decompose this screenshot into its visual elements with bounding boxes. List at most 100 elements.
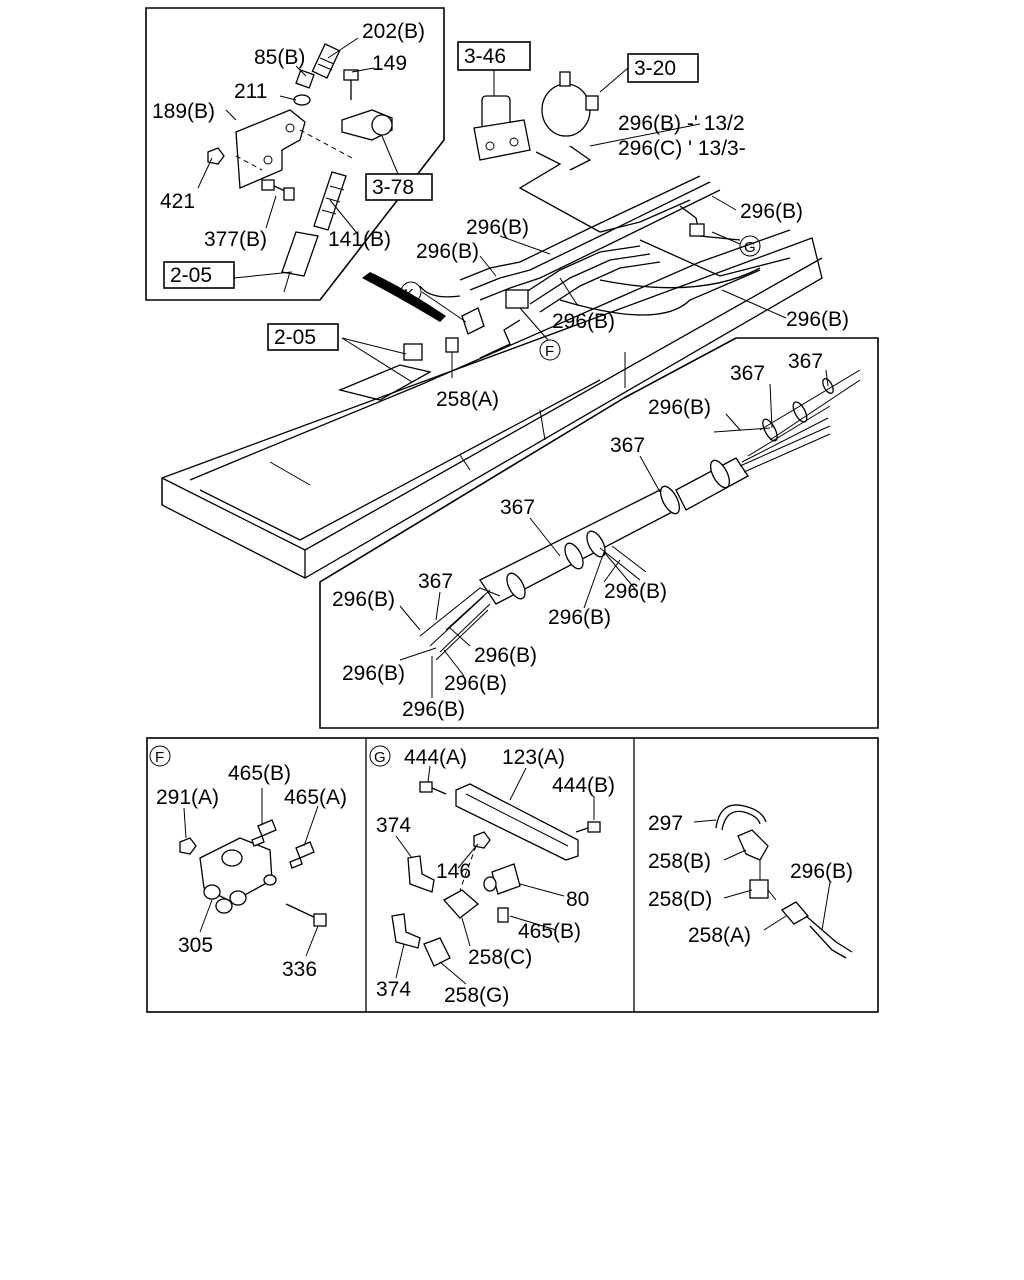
label-374-top: 374 xyxy=(376,814,411,837)
label-296b-a: 296(B) xyxy=(648,396,711,419)
connector-2-05 xyxy=(403,343,423,361)
label-258a-main: 258(A) xyxy=(436,388,499,411)
ref-3-20: 3-20 xyxy=(634,57,676,80)
label-367-1: 367 xyxy=(788,350,823,373)
label-296b-g: 296(B) xyxy=(444,672,507,695)
label-374-bot: 374 xyxy=(376,978,411,1001)
nut-421 xyxy=(207,147,225,165)
label-296b-d: 296(B) xyxy=(548,606,611,629)
pipe-296b xyxy=(805,915,853,953)
label-291a: 291(A) xyxy=(156,786,219,809)
tee-258d xyxy=(749,879,769,899)
label-465b-g: 465(B) xyxy=(518,920,581,943)
callout-f: F xyxy=(545,343,554,360)
label-146: 146 xyxy=(436,860,471,883)
block-258c xyxy=(442,889,480,919)
label-296b-1: 296(B) xyxy=(740,200,803,223)
label-367-2: 367 xyxy=(730,362,765,385)
hose-297 xyxy=(715,804,767,829)
label-444b: 444(B) xyxy=(552,774,615,797)
label-296b-2: 296(B) xyxy=(466,216,529,239)
callout-k: K xyxy=(404,286,414,303)
label-258g: 258(G) xyxy=(444,984,509,1007)
ref-3-78: 3-78 xyxy=(372,176,414,199)
harness-205 xyxy=(281,231,319,277)
label-296b-3panel: 296(B) xyxy=(790,860,853,883)
main-area: 3-46 3-20 xyxy=(267,41,849,411)
nut-291a xyxy=(179,837,197,855)
label-189b: 189(B) xyxy=(152,100,215,123)
label-296b-note: 296(B) -' 13/2 xyxy=(618,112,745,135)
label-296b-3: 296(B) xyxy=(416,240,479,263)
nut-85b xyxy=(295,69,315,89)
nut-258a-3 xyxy=(780,901,810,925)
label-305: 305 xyxy=(178,934,213,957)
label-444a: 444(A) xyxy=(404,746,467,769)
plug-141b xyxy=(313,171,347,231)
label-296b-c: 296(B) xyxy=(604,580,667,603)
bolt-149 xyxy=(343,69,359,100)
pin-465b xyxy=(251,819,277,847)
clip-378 xyxy=(341,109,393,141)
detail-panels xyxy=(146,737,879,1013)
connector-upper xyxy=(461,307,485,335)
detail-g-title: G xyxy=(374,749,386,766)
ref-3-46: 3-46 xyxy=(464,45,506,68)
label-258a-3panel: 258(A) xyxy=(688,924,751,947)
sensor-202b xyxy=(311,43,341,79)
label-296b-h: 296(B) xyxy=(402,698,465,721)
label-367-3: 367 xyxy=(610,434,645,457)
label-123a: 123(A) xyxy=(502,746,565,769)
detail-3-panel: 297 258(B) 296(B) 258(D) 258(A) xyxy=(648,804,853,959)
block-305 xyxy=(199,837,277,914)
elbow-258b xyxy=(737,829,769,861)
label-297: 297 xyxy=(648,812,683,835)
ref-2-05-top: 2-05 xyxy=(170,264,212,287)
washer-211 xyxy=(293,94,311,106)
chassis-frame xyxy=(161,229,823,579)
ref-2-05-mid: 2-05 xyxy=(274,326,316,349)
detail-f-panel: F 465(B) 291(A) 465(A) 305 336 xyxy=(149,745,347,981)
label-296c-note: 296(C) ' 13/3- xyxy=(618,137,746,160)
label-377b: 377(B) xyxy=(204,228,267,251)
valve-3-20 xyxy=(541,71,599,137)
label-80: 80 xyxy=(566,888,589,911)
bundle-inset: 367 367 296(B) 367 367 367 296(B) 296(B)… xyxy=(319,337,879,729)
fitting-258g xyxy=(423,937,451,967)
label-296b-b: 296(B) xyxy=(332,588,395,611)
connector-block-f xyxy=(505,289,529,309)
label-296b-f: 296(B) xyxy=(342,662,405,685)
label-202b: 202(B) xyxy=(362,20,425,43)
top-left-inset: 202(B) 85(B) 149 211 189(B) 421 377(B) 1… xyxy=(145,7,445,301)
label-421: 421 xyxy=(160,190,195,213)
bolt-336 xyxy=(285,903,327,927)
callout-g: G xyxy=(744,239,756,256)
label-258b: 258(B) xyxy=(648,850,711,873)
elbow-374-top xyxy=(407,855,435,893)
label-465b-f: 465(B) xyxy=(228,762,291,785)
harness-k xyxy=(362,272,446,322)
label-258d: 258(D) xyxy=(648,888,712,911)
label-367-5: 367 xyxy=(418,570,453,593)
label-296b-e: 296(B) xyxy=(474,644,537,667)
connector-g xyxy=(689,223,705,237)
bolt-444a xyxy=(419,781,447,795)
label-367-4: 367 xyxy=(500,496,535,519)
detail-g-panel: G 444(A) 123(A) 444(B) 374 xyxy=(369,745,615,1007)
label-465a: 465(A) xyxy=(284,786,347,809)
bracket-189b xyxy=(235,109,306,189)
detail-f-title: F xyxy=(155,749,164,766)
bolt-377b xyxy=(261,179,295,201)
label-211: 211 xyxy=(234,80,267,103)
label-141b: 141(B) xyxy=(328,228,391,251)
tee-80 xyxy=(491,863,521,895)
valve-3-46 xyxy=(473,95,531,161)
pin-465a xyxy=(289,841,315,869)
label-296b-5: 296(B) xyxy=(786,308,849,331)
bolt-444b xyxy=(575,821,601,833)
label-149: 149 xyxy=(372,52,407,75)
connector-258a xyxy=(445,337,459,353)
fitting-465b-g xyxy=(497,907,509,923)
tube-bundle xyxy=(479,378,834,605)
